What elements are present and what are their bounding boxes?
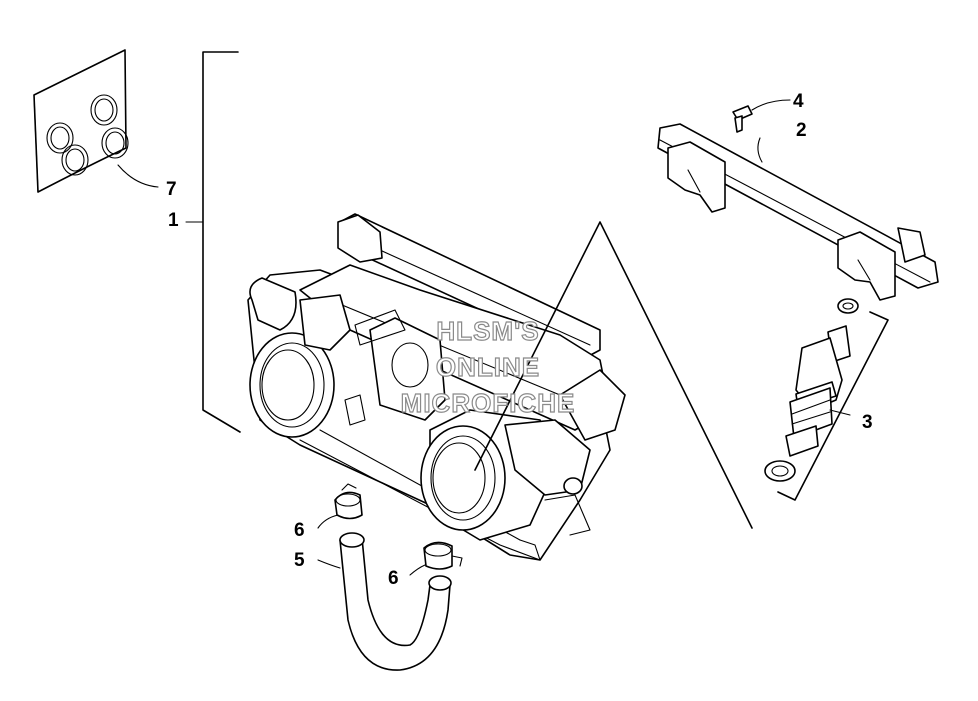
- gasket-plate-part-7: [33, 49, 159, 193]
- callout-1: 1: [168, 210, 179, 231]
- callout-2: 2: [796, 120, 807, 141]
- hose-clamp-part-6-b: [409, 541, 463, 576]
- hose-part-5: [317, 532, 452, 671]
- fuel-injector-part-3: [764, 298, 889, 501]
- bracket-part-1: [185, 51, 241, 433]
- screw-part-4: [732, 99, 791, 133]
- watermark-line-2: ONLINE: [436, 352, 540, 382]
- hose-clamp-part-6-a: [317, 483, 363, 529]
- callout-6-clamp-a: 6: [294, 520, 305, 541]
- throttle-body-assembly-part-1: [247, 213, 626, 561]
- fuel-rail-part-2: [657, 123, 939, 301]
- callout-3: 3: [862, 412, 873, 433]
- leader-lines: [474, 221, 753, 529]
- callout-6-clamp-b: 6: [388, 568, 399, 589]
- watermark: HLSM'S ONLINE MICROFICHE: [400, 315, 576, 418]
- callout-4: 4: [793, 91, 804, 112]
- callout-5: 5: [294, 550, 305, 571]
- watermark-line-3: MICROFICHE: [401, 388, 576, 418]
- callout-7: 7: [166, 179, 177, 200]
- watermark-line-1: HLSM'S: [436, 316, 539, 346]
